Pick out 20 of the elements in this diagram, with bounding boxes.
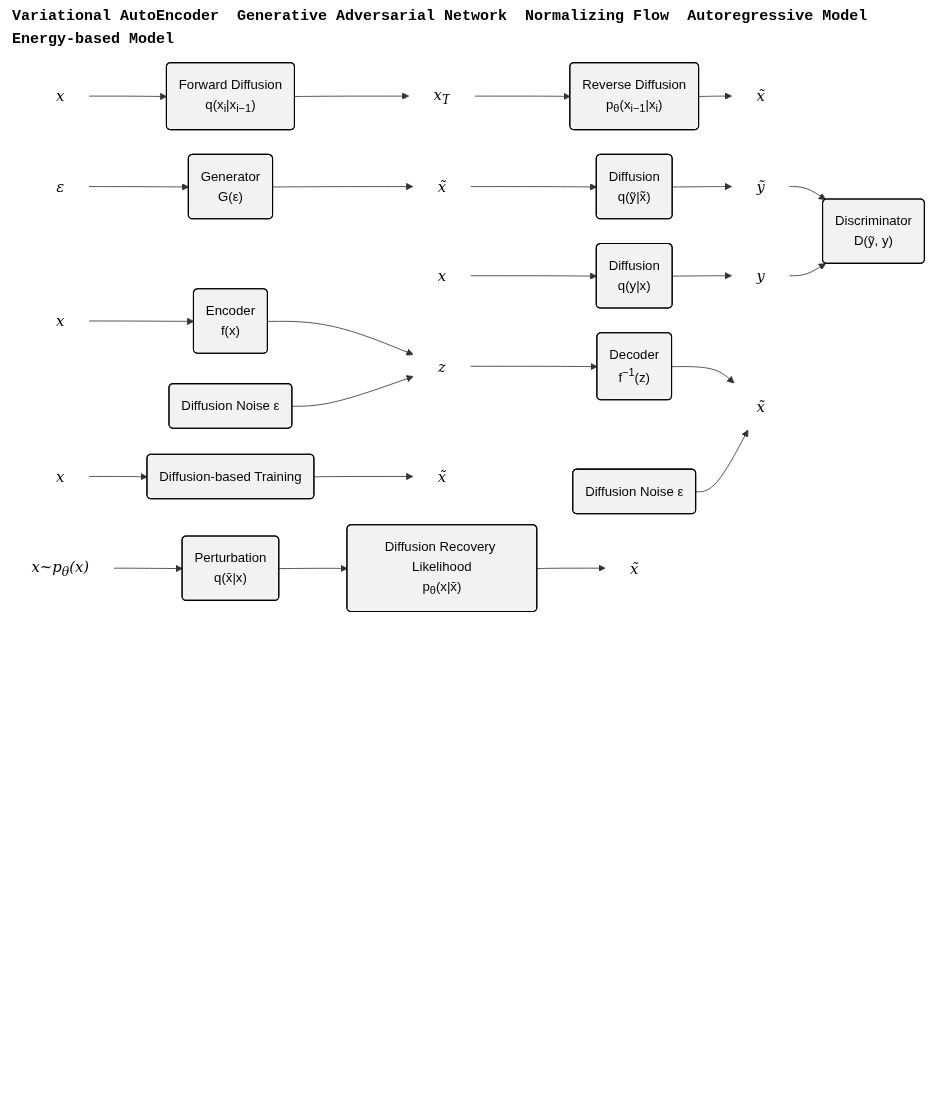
- section-heading: Autoregressive Model: [687, 8, 868, 25]
- section-heading: Energy-based Model: [12, 31, 175, 48]
- node-text: x̃: [437, 467, 447, 486]
- node-text: x̃: [756, 397, 765, 416]
- node-text: x: [56, 312, 65, 330]
- node-text: y: [756, 267, 765, 285]
- node-text: x~p$_{θ}$(x): [31, 557, 90, 579]
- node-text: x: [56, 467, 65, 486]
- section-heading: Normalizing Flow: [525, 8, 670, 25]
- node-text: x: [437, 267, 447, 285]
- node-text: z: [437, 357, 446, 375]
- section-heading: Variational AutoEncoder: [12, 8, 220, 25]
- section-heading: Generative Adversarial Network: [237, 8, 508, 25]
- node-text: x$_{T}$: [433, 85, 451, 107]
- node-text: ε: [56, 177, 65, 196]
- node-text: x̃: [437, 177, 447, 196]
- node-text: x̃: [630, 559, 639, 577]
- node-text: ỹ: [756, 177, 765, 196]
- node-text: x̃: [756, 87, 765, 105]
- node-text: x: [56, 87, 65, 105]
